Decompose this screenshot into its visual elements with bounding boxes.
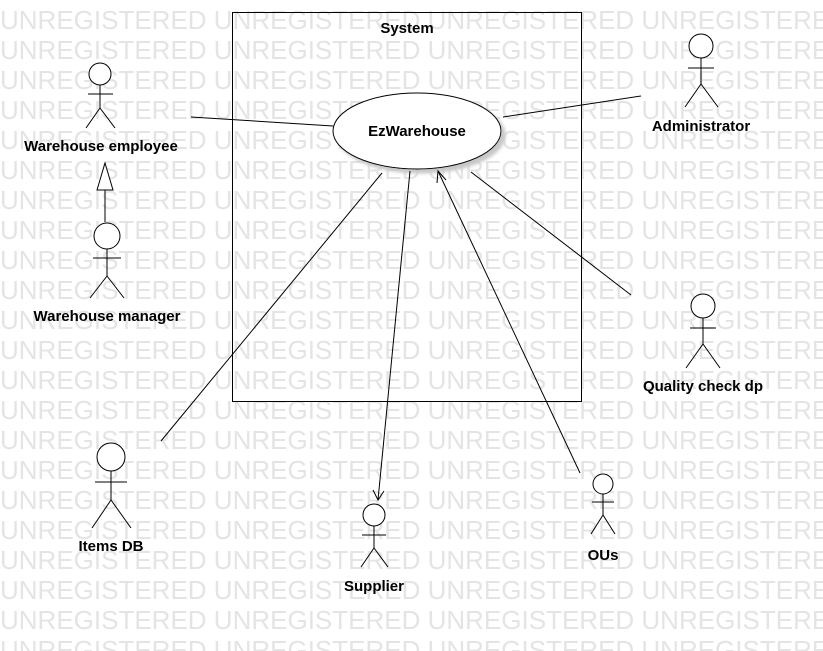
- supplier-arrowhead: [372, 489, 385, 501]
- actor-items-db-label: Items DB: [78, 538, 143, 555]
- actor-administrator-label: Administrator: [652, 118, 751, 135]
- actor-head: [88, 62, 112, 86]
- system-boundary[interactable]: [232, 12, 582, 402]
- actor-head: [362, 503, 386, 527]
- actor-warehouse-manager-label: Warehouse manager: [34, 308, 181, 325]
- actor-quality-check-label: Quality check dp: [643, 378, 763, 395]
- actor-supplier-label: Supplier: [344, 578, 404, 595]
- use-case-ezwarehouse[interactable]: EzWarehouse: [332, 92, 502, 170]
- system-title: System: [380, 20, 433, 37]
- actor-ous-label: OUs: [588, 547, 619, 564]
- actor-warehouse-manager[interactable]: [89, 222, 125, 299]
- actor-supplier[interactable]: [360, 503, 389, 568]
- actor-head: [592, 473, 614, 495]
- actor-warehouse-employee[interactable]: [85, 62, 116, 129]
- association-warehouse-employee[interactable]: [190, 116, 334, 127]
- use-case-ellipse: [332, 92, 502, 170]
- actor-ous[interactable]: [590, 473, 616, 535]
- actor-head: [690, 293, 716, 319]
- generalization-arrowhead: [96, 161, 114, 191]
- use-case-label: EzWarehouse: [368, 123, 466, 140]
- associations: [96, 95, 642, 501]
- association-ous[interactable]: [437, 170, 581, 474]
- association-quality-check[interactable]: [470, 171, 632, 296]
- association-items-db[interactable]: [160, 172, 383, 442]
- actor-warehouse-employee-label: Warehouse employee: [24, 138, 178, 155]
- association-administrator[interactable]: [502, 95, 642, 118]
- actor-head: [688, 33, 714, 59]
- actor-items-db[interactable]: [91, 442, 132, 529]
- actor-head: [96, 442, 126, 472]
- actor-head: [93, 222, 121, 250]
- actor-quality-check[interactable]: [685, 293, 721, 369]
- ous-arrowhead: [436, 169, 447, 184]
- association-supplier[interactable]: [377, 170, 411, 501]
- actor-administrator[interactable]: [684, 33, 719, 108]
